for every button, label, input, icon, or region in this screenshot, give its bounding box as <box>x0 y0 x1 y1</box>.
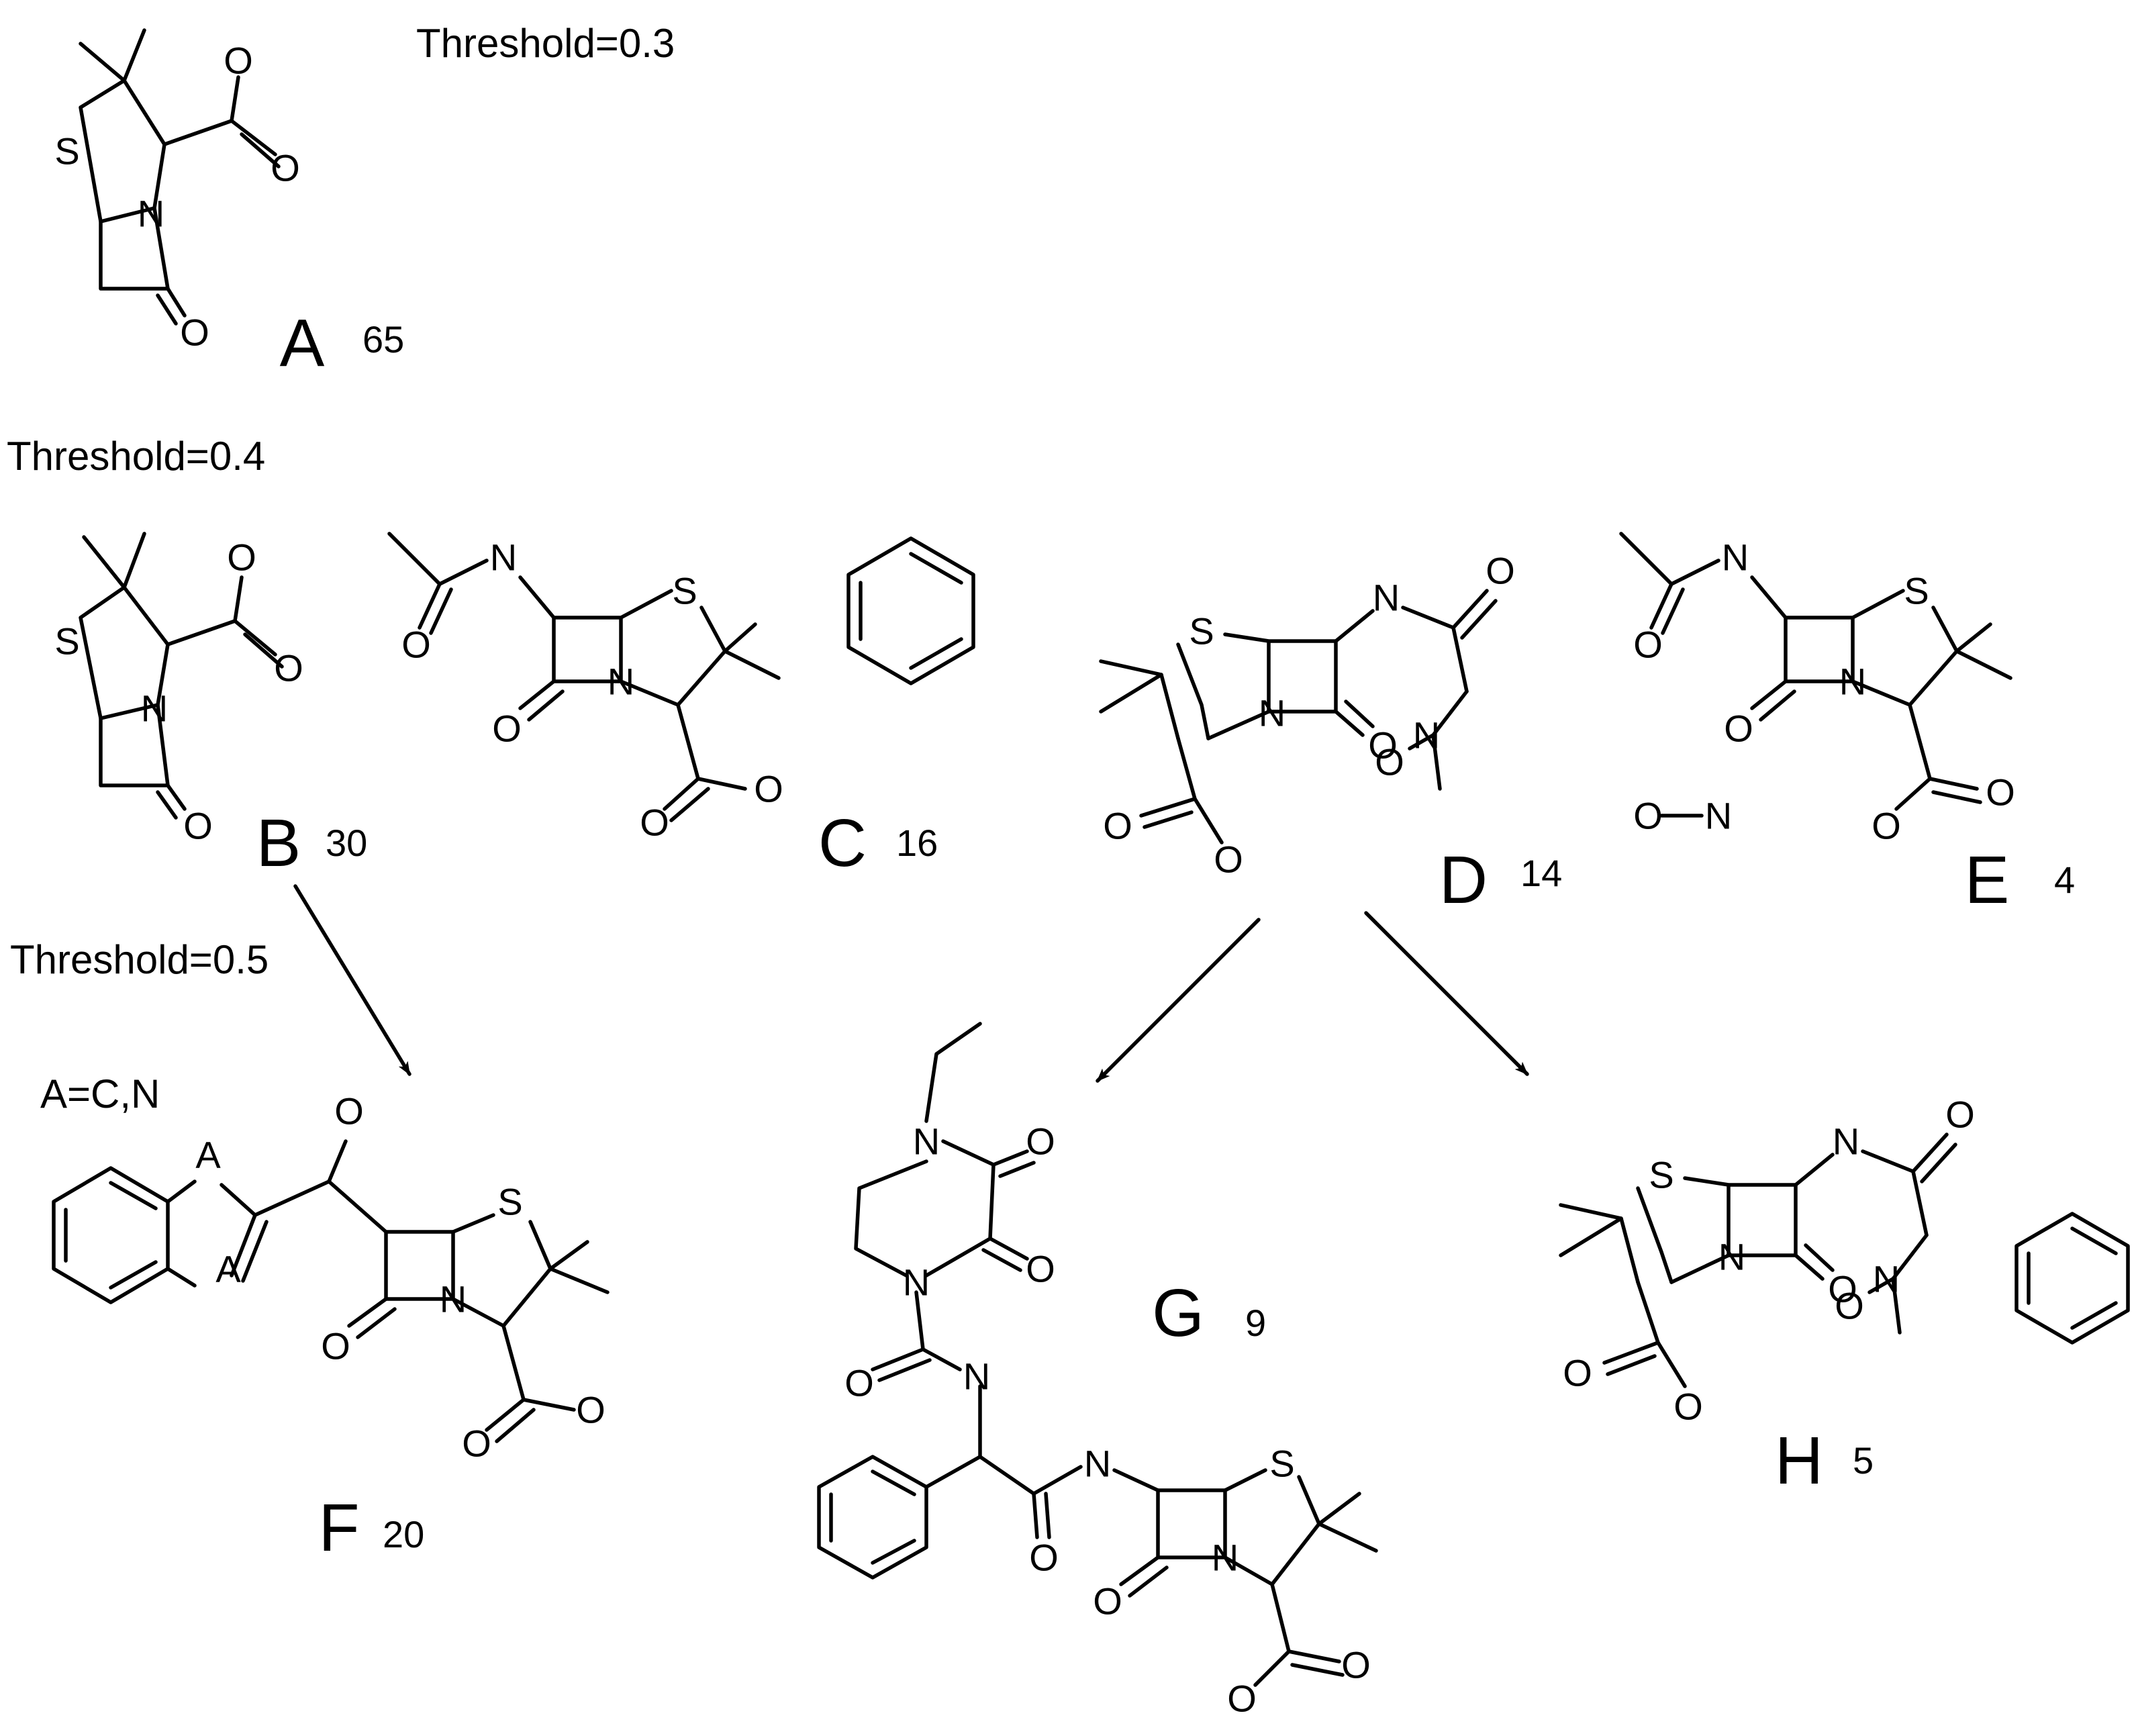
compound-f-ring-atom: A <box>195 1134 221 1176</box>
compound-c-nitrogen: N <box>608 661 634 703</box>
compound-h-sulfur: S <box>1649 1154 1673 1196</box>
compound-c-sulfur: S <box>672 570 697 612</box>
compound-g-oxygen: O <box>1026 1248 1055 1290</box>
compound-g-oxygen: O <box>1029 1537 1059 1579</box>
compound-d-oxygen: O <box>1368 724 1398 767</box>
compound-c-nitrogen: N <box>490 536 517 579</box>
compound-e-oxygen: O <box>1633 624 1663 666</box>
arrow-b-to-f <box>293 884 411 1076</box>
compound-f-label: F <box>318 1490 359 1565</box>
compound-d-nitrogen: N <box>1413 714 1440 757</box>
compound-d-structure: S N N O O O N O O <box>1099 550 1515 881</box>
compound-h-oxygen: O <box>1563 1352 1592 1394</box>
compound-c-count: 16 <box>896 822 938 864</box>
compound-g-label: G <box>1152 1275 1204 1351</box>
arrow-d-to-g <box>1096 918 1261 1083</box>
compound-g-nitrogen: N <box>1212 1537 1239 1579</box>
compound-d-sulfur: S <box>1189 610 1214 653</box>
compound-f-ring-atom: A <box>215 1248 241 1290</box>
threshold-0.3-label: Threshold=0.3 <box>416 21 675 66</box>
compound-h-oxygen: O <box>1828 1268 1857 1310</box>
compound-d-oxygen: O <box>1103 805 1132 847</box>
compound-b-oxygen: O <box>183 805 213 847</box>
compound-d-oxygen: O <box>1486 550 1515 592</box>
compound-d-nitrogen: N <box>1259 692 1285 734</box>
benzene-ring-h <box>2014 1212 2130 1345</box>
benzene-ring-c <box>846 536 975 685</box>
compound-h-oxygen: O <box>1835 1285 1864 1327</box>
compound-a-count: 65 <box>362 318 404 360</box>
compound-c-structure: N S N O O O O <box>387 532 783 844</box>
compound-a-oxygen: O <box>271 147 300 189</box>
compound-b-sulfur: S <box>54 620 79 663</box>
compound-e-label: E <box>1965 842 2010 918</box>
compound-f-oxygen: O <box>576 1389 605 1431</box>
compound-a-sulfur: S <box>54 130 79 173</box>
compound-a-oxygen: O <box>224 40 253 82</box>
compound-g-nitrogen: N <box>1084 1443 1111 1485</box>
compound-e-oxygen: O <box>1872 805 1901 847</box>
compound-g-oxygen: O <box>1093 1580 1122 1623</box>
atom-substitution-note: A=C,N <box>40 1071 160 1116</box>
compound-h-oxygen: O <box>1673 1386 1703 1428</box>
compound-b-nitrogen: N <box>141 687 168 730</box>
compound-g-structure: N O O N O N O N S N O O O <box>817 1022 1378 1720</box>
threshold-0.5-label: Threshold=0.5 <box>10 937 269 982</box>
compound-g-nitrogen: N <box>903 1261 930 1304</box>
compound-a-nitrogen: N <box>138 193 164 235</box>
compound-c-oxygen: O <box>754 768 783 810</box>
compound-h-oxygen: O <box>1945 1094 1975 1136</box>
compound-d-label: D <box>1439 842 1488 918</box>
compound-e-oxygen: O <box>1724 708 1753 750</box>
compound-a-oxygen: O <box>180 311 209 354</box>
compound-d-nitrogen: N <box>1373 577 1400 619</box>
compound-g-nitrogen: N <box>913 1120 940 1163</box>
arrow-d-to-h <box>1364 911 1529 1076</box>
compound-g-sulfur: S <box>1269 1443 1294 1485</box>
compound-d-oxygen: O <box>1214 838 1243 881</box>
compound-h-structure: S N N O O O N O O <box>1559 1094 1975 1428</box>
compound-f-structure: A A O S N O O O <box>52 1090 610 1465</box>
compound-e-nitrogen: N <box>1722 536 1749 579</box>
compound-e-count: 4 <box>2054 859 2075 901</box>
compound-b-oxygen: O <box>274 647 303 689</box>
compound-c-oxygen: O <box>401 624 431 666</box>
compound-f-oxygen: O <box>334 1090 364 1132</box>
compound-h-count: 5 <box>1853 1439 1874 1482</box>
compound-f-nitrogen: N <box>440 1278 467 1320</box>
compound-b-structure: S N O O O <box>54 532 303 847</box>
compound-f-count: 20 <box>383 1513 424 1555</box>
compound-c-oxygen: O <box>492 708 522 750</box>
compound-g-oxygen: O <box>1341 1644 1371 1686</box>
compound-e-sulfur: S <box>1904 570 1929 612</box>
compound-g-count: 9 <box>1245 1302 1266 1344</box>
compound-e-structure: N S N O O O O O N <box>1619 532 2015 847</box>
compound-e-oxygen: O <box>1633 795 1663 837</box>
compound-b-oxygen: O <box>227 536 256 579</box>
compound-f-sulfur: S <box>497 1181 522 1223</box>
compound-f-oxygen: O <box>321 1325 350 1367</box>
threshold-0.4-label: Threshold=0.4 <box>7 434 265 479</box>
compound-b-label: B <box>256 806 301 881</box>
compound-e-nitrogen: N <box>1839 661 1866 703</box>
compound-a-structure: S N O O O <box>54 28 300 354</box>
compound-h-label: H <box>1775 1423 1823 1498</box>
compound-g-oxygen: O <box>1227 1678 1257 1720</box>
compound-h-nitrogen: N <box>1718 1236 1745 1278</box>
compound-g-oxygen: O <box>1026 1120 1055 1163</box>
compound-e-oxygen: O <box>1986 771 2015 814</box>
compound-h-nitrogen: N <box>1873 1258 1900 1300</box>
compound-d-count: 14 <box>1520 852 1562 894</box>
compound-a-label: A <box>280 305 325 381</box>
compound-c-oxygen: O <box>640 802 669 844</box>
compound-g-nitrogen: N <box>963 1355 990 1398</box>
compound-h-nitrogen: N <box>1833 1120 1859 1163</box>
compound-c-label: C <box>818 806 867 881</box>
compound-d-oxygen: O <box>1375 741 1404 783</box>
compound-e-nitrogen: N <box>1705 795 1732 837</box>
compound-f-oxygen: O <box>462 1422 491 1465</box>
compound-b-count: 30 <box>326 822 367 864</box>
compound-g-oxygen: O <box>844 1362 874 1404</box>
